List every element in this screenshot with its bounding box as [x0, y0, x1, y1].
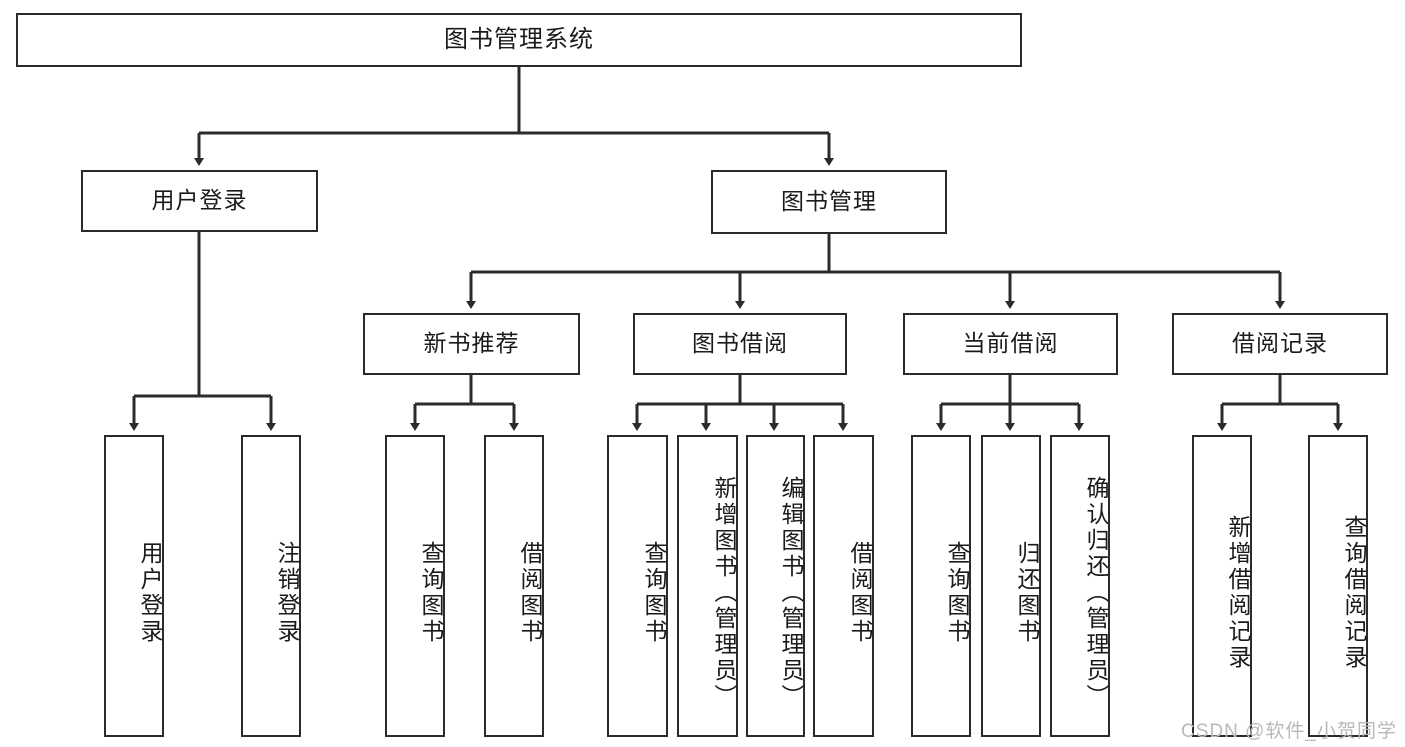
node-root-system[interactable]: 图书管理系统	[16, 13, 1022, 67]
node-new-book-recommend[interactable]: 新书推荐	[363, 313, 580, 375]
leaf-borrow-book-recommend[interactable]: 借阅图书	[484, 435, 544, 737]
node-label: 图书管理	[781, 188, 877, 215]
leaf-query-borrow-record[interactable]: 查询借阅记录	[1308, 435, 1368, 737]
node-label: 图书借阅	[692, 330, 788, 357]
node-label: 当前借阅	[962, 330, 1059, 357]
node-book-management[interactable]: 图书管理	[711, 170, 947, 234]
node-current-borrow[interactable]: 当前借阅	[903, 313, 1118, 375]
node-label: 借阅图书	[517, 541, 543, 645]
node-label: 图书管理系统	[444, 25, 594, 53]
node-label: 查询借阅记录	[1341, 515, 1367, 671]
node-label: 查询图书	[944, 541, 970, 645]
node-label: 查询图书	[418, 541, 444, 645]
leaf-edit-book-admin[interactable]: 编辑图书（管理员）	[746, 435, 805, 737]
leaf-return-book[interactable]: 归还图书	[981, 435, 1041, 737]
leaf-user-login[interactable]: 用户登录	[104, 435, 164, 737]
node-label: 新增图书（管理员）	[711, 476, 737, 710]
leaf-borrow-book[interactable]: 借阅图书	[813, 435, 874, 737]
node-label: 注销登录	[274, 541, 300, 645]
node-label: 用户登录	[151, 187, 248, 214]
node-label: 用户登录	[137, 541, 163, 645]
node-user-login[interactable]: 用户登录	[81, 170, 318, 232]
leaf-user-logout[interactable]: 注销登录	[241, 435, 301, 737]
node-label: 编辑图书（管理员）	[778, 476, 804, 710]
node-label: 查询图书	[641, 541, 667, 645]
leaf-query-book-recommend[interactable]: 查询图书	[385, 435, 445, 737]
leaf-add-borrow-record[interactable]: 新增借阅记录	[1192, 435, 1252, 737]
node-label: 归还图书	[1014, 541, 1040, 645]
node-label: 借阅记录	[1232, 330, 1328, 357]
node-label: 确认归还（管理员）	[1083, 476, 1109, 710]
node-label: 新书推荐	[423, 330, 520, 357]
leaf-query-book-current[interactable]: 查询图书	[911, 435, 971, 737]
node-label: 新增借阅记录	[1225, 515, 1251, 671]
leaf-confirm-return-admin[interactable]: 确认归还（管理员）	[1050, 435, 1110, 737]
watermark: CSDN @软件_小贺同学	[1181, 721, 1397, 742]
leaf-add-book-admin[interactable]: 新增图书（管理员）	[677, 435, 738, 737]
leaf-query-book-borrow[interactable]: 查询图书	[607, 435, 668, 737]
node-borrow-record[interactable]: 借阅记录	[1172, 313, 1388, 375]
node-label: 借阅图书	[847, 541, 873, 645]
node-book-borrow[interactable]: 图书借阅	[633, 313, 847, 375]
